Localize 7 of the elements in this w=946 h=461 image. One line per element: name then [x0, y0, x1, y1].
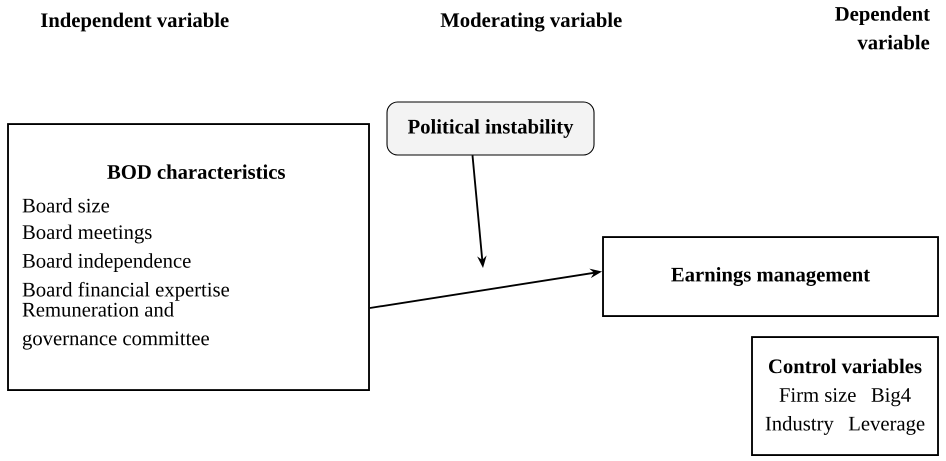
column-heading: Dependent variable	[835, 6, 930, 50]
control-box: Control variables Firm size Big4 Industry Leverage	[751, 336, 939, 456]
characteristics-box: BOD characteristics Board size Board meetings Board independence Board financial expertise Remuneration and governance committee	[7, 123, 370, 391]
column-heading: Independent variable	[40, 12, 229, 32]
column-heading: Moderating variable	[440, 12, 622, 32]
moderator-box: Political instability	[386, 101, 595, 156]
outcome-box: Earnings management	[602, 236, 939, 317]
